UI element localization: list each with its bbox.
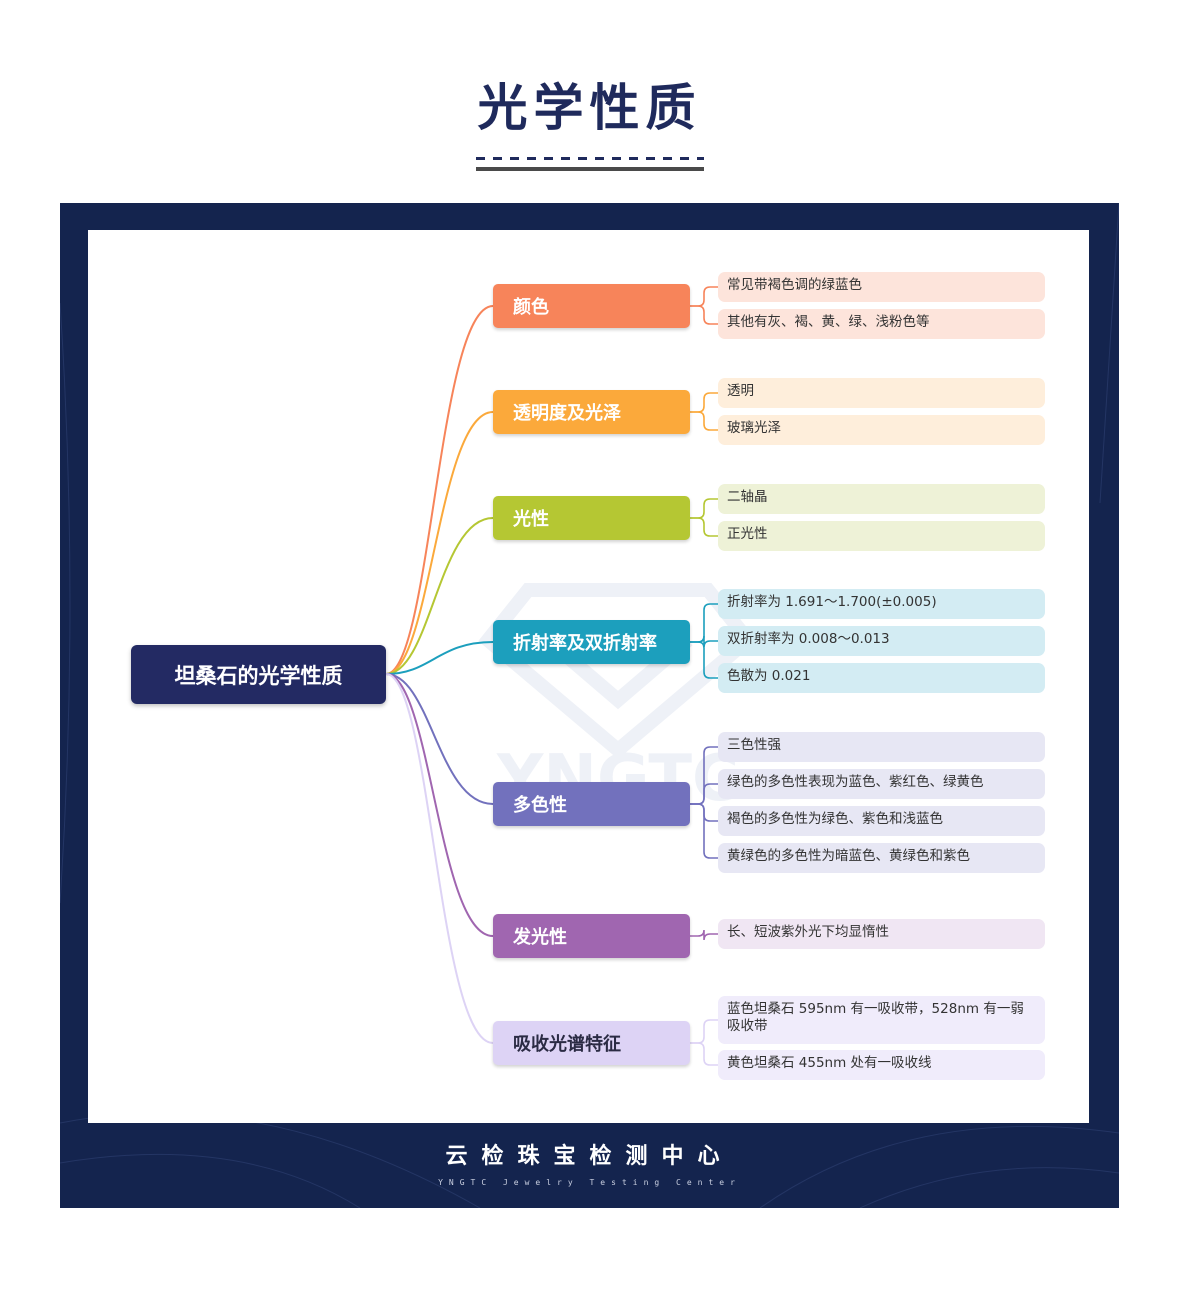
- mindmap-canvas: YNGTC 坦桑石的光学性质 颜色常见带褐色调的绿蓝色其他有灰、褐、黄、绿、浅粉…: [88, 230, 1089, 1123]
- leaf-node: 正光性: [718, 521, 1045, 551]
- connector-branch-leaf: [690, 1019, 718, 1044]
- branch-node: 折射率及双折射率: [493, 620, 690, 664]
- connector-root-branch: [385, 517, 494, 675]
- page-title: 光学性质: [477, 79, 702, 137]
- leaf-node: 褐色的多色性为绿色、紫色和浅蓝色: [718, 806, 1045, 836]
- mindmap-frame: YNGTC 坦桑石的光学性质 颜色常见带褐色调的绿蓝色其他有灰、褐、黄、绿、浅粉…: [60, 203, 1119, 1208]
- leaf-node: 黄色坦桑石 455nm 处有一吸收线: [718, 1050, 1045, 1080]
- leaf-node: 蓝色坦桑石 595nm 有一吸收带，528nm 有一弱吸收带: [718, 996, 1045, 1044]
- branch-node: 多色性: [493, 782, 690, 826]
- connector-branch-leaf: [690, 1042, 718, 1066]
- mindmap-root: 坦桑石的光学性质: [131, 645, 386, 704]
- leaf-node: 绿色的多色性表现为蓝色、紫红色、绿黄色: [718, 769, 1045, 799]
- connector-branch-leaf: [690, 929, 718, 941]
- leaf-node: 透明: [718, 378, 1045, 408]
- connector-root-branch: [385, 305, 494, 675]
- connector-branch-leaf: [690, 392, 718, 413]
- title-divider: [476, 157, 704, 173]
- leaf-node: 二轴晶: [718, 484, 1045, 514]
- connector-root-branch: [385, 673, 494, 937]
- leaf-node: 长、短波紫外光下均显惰性: [718, 919, 1045, 949]
- connector-branch-leaf: [690, 517, 718, 537]
- connector-branch-leaf: [690, 783, 718, 805]
- branch-node: 吸收光谱特征: [493, 1021, 690, 1065]
- leaf-node: 常见带褐色调的绿蓝色: [718, 272, 1045, 302]
- connector-root-branch: [385, 411, 494, 675]
- branch-node: 透明度及光泽: [493, 390, 690, 434]
- branch-node: 光性: [493, 496, 690, 540]
- leaf-node: 色散为 0.021: [718, 663, 1045, 693]
- connector-branch-leaf: [690, 305, 718, 325]
- connector-root-branch: [385, 673, 494, 1044]
- branch-node: 颜色: [493, 284, 690, 328]
- leaf-node: 其他有灰、褐、黄、绿、浅粉色等: [718, 309, 1045, 339]
- leaf-node: 折射率为 1.691～1.700(±0.005): [718, 589, 1045, 619]
- connector-branch-leaf: [690, 498, 718, 519]
- connector-branch-leaf: [690, 286, 718, 307]
- connector-root-branch: [385, 641, 494, 675]
- mindmap-connectors: [385, 286, 718, 1066]
- leaf-node: 玻璃光泽: [718, 415, 1045, 445]
- background-texture: [60, 203, 1119, 1208]
- connector-branch-leaf: [690, 803, 718, 859]
- footer-org-name: 云检珠宝检测中心: [445, 1144, 734, 1169]
- connector-branch-leaf: [690, 411, 718, 431]
- connector-root-branch: [385, 673, 494, 805]
- leaf-node: 黄绿色的多色性为暗蓝色、黄绿色和紫色: [718, 843, 1045, 873]
- footer-org-english: YNGTC Jewelry Testing Center: [438, 1178, 741, 1187]
- leaf-node: 双折射率为 0.008～0.013: [718, 626, 1045, 656]
- leaf-node: 三色性强: [718, 732, 1045, 762]
- connector-branch-leaf: [690, 641, 718, 679]
- branch-node: 发光性: [493, 914, 690, 958]
